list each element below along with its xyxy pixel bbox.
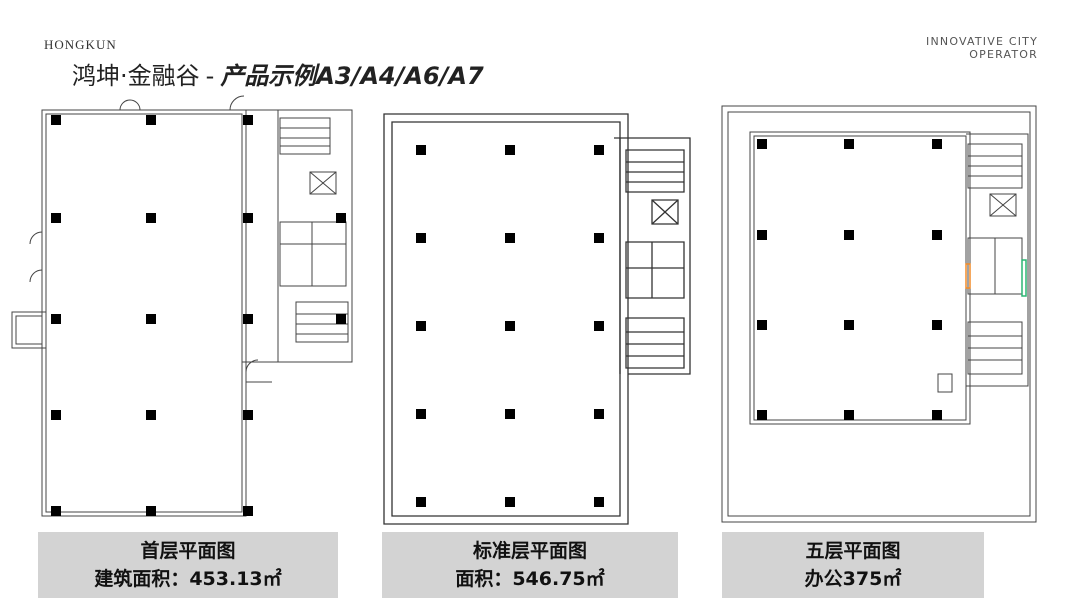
ground-lower-wall bbox=[246, 362, 272, 382]
ground-entrance-box-inner bbox=[16, 316, 42, 344]
column bbox=[932, 139, 942, 149]
column bbox=[505, 497, 515, 507]
column bbox=[416, 233, 426, 243]
column bbox=[243, 314, 253, 324]
office-outline bbox=[750, 132, 970, 424]
column bbox=[243, 213, 253, 223]
column bbox=[757, 410, 767, 420]
caption-name: 首层平面图 bbox=[140, 540, 236, 562]
door-swing bbox=[120, 100, 130, 110]
door-swing bbox=[130, 100, 140, 110]
standard-core-outline bbox=[614, 138, 690, 374]
title-main: 鸿坤·金融谷 bbox=[72, 62, 200, 90]
column bbox=[932, 410, 942, 420]
column bbox=[757, 139, 767, 149]
roof-terrace-outline bbox=[722, 106, 1036, 522]
elevator-x bbox=[652, 200, 678, 224]
ground-outline-inner bbox=[46, 114, 242, 512]
title-sub: 产品示例A3/A4/A6/A7 bbox=[220, 62, 484, 90]
roof-hatch bbox=[938, 374, 952, 392]
column bbox=[336, 314, 346, 324]
brand-logo-text: HONGKUN bbox=[44, 37, 117, 52]
caption-area: 建筑面积：453.13㎡ bbox=[94, 568, 282, 590]
column bbox=[416, 321, 426, 331]
column bbox=[844, 139, 854, 149]
stair-1 bbox=[280, 118, 330, 154]
column bbox=[505, 233, 515, 243]
column bbox=[844, 320, 854, 330]
column bbox=[416, 409, 426, 419]
accent-orange-line bbox=[966, 264, 970, 288]
column bbox=[51, 213, 61, 223]
column bbox=[932, 320, 942, 330]
elevator bbox=[310, 172, 336, 194]
slogan-line-1: INNOVATIVE CITY bbox=[926, 35, 1038, 48]
door-swing bbox=[30, 232, 42, 244]
column bbox=[505, 145, 515, 155]
office-outline-inner bbox=[754, 136, 966, 420]
column bbox=[146, 213, 156, 223]
column bbox=[243, 506, 253, 516]
stair-2 bbox=[626, 318, 684, 368]
elevator-x bbox=[990, 194, 1016, 216]
slogan-line-2: OPERATOR bbox=[969, 48, 1038, 61]
column bbox=[844, 230, 854, 240]
column bbox=[844, 410, 854, 420]
elevator bbox=[652, 200, 678, 224]
column bbox=[505, 409, 515, 419]
elevator-x bbox=[310, 172, 336, 194]
column bbox=[51, 506, 61, 516]
caption-name: 标准层平面图 bbox=[472, 540, 587, 562]
column bbox=[757, 320, 767, 330]
fifth-floor-plan bbox=[720, 104, 1042, 528]
column bbox=[243, 410, 253, 420]
column bbox=[594, 145, 604, 155]
caption-name: 五层平面图 bbox=[805, 540, 901, 562]
column bbox=[416, 497, 426, 507]
caption-ground-floor: 首层平面图 建筑面积：453.13㎡ bbox=[38, 532, 338, 598]
column bbox=[594, 321, 604, 331]
door-swing bbox=[246, 360, 258, 372]
column bbox=[932, 230, 942, 240]
standard-outline-inner bbox=[392, 122, 620, 516]
column bbox=[51, 314, 61, 324]
standard-outline bbox=[384, 114, 628, 524]
column bbox=[146, 115, 156, 125]
column bbox=[146, 314, 156, 324]
caption-standard-floor: 标准层平面图 面积：546.75㎡ bbox=[382, 532, 678, 598]
elevator bbox=[990, 194, 1016, 216]
column bbox=[146, 410, 156, 420]
column bbox=[757, 230, 767, 240]
column bbox=[505, 321, 515, 331]
stair-2 bbox=[296, 302, 348, 342]
title-separator: - bbox=[205, 62, 215, 90]
column bbox=[51, 115, 61, 125]
brand-slogan: INNOVATIVE CITY OPERATOR bbox=[926, 35, 1038, 61]
ground-outline bbox=[42, 110, 246, 516]
column bbox=[594, 409, 604, 419]
caption-area: 面积：546.75㎡ bbox=[455, 568, 605, 590]
accent-green-line bbox=[1022, 260, 1026, 296]
caption-area: 办公375㎡ bbox=[804, 568, 902, 590]
column bbox=[594, 233, 604, 243]
door-swing bbox=[230, 96, 244, 110]
column bbox=[243, 115, 253, 125]
column bbox=[336, 213, 346, 223]
roof-terrace-inner bbox=[728, 112, 1030, 516]
toilet-block bbox=[626, 242, 684, 298]
page-title: 鸿坤·金融谷-产品示例A3/A4/A6/A7 bbox=[72, 56, 484, 91]
ground-entrance-box bbox=[12, 312, 46, 348]
column bbox=[594, 497, 604, 507]
column bbox=[146, 506, 156, 516]
toilet-block bbox=[280, 222, 346, 286]
column bbox=[416, 145, 426, 155]
caption-fifth-floor: 五层平面图 办公375㎡ bbox=[722, 532, 984, 598]
stair-1 bbox=[626, 150, 684, 192]
column bbox=[51, 410, 61, 420]
standard-floor-plan bbox=[380, 108, 700, 530]
fifth-core-outline bbox=[966, 134, 1028, 386]
ground-core-outline bbox=[242, 110, 352, 362]
door-swing bbox=[30, 270, 42, 282]
ground-floor-plan bbox=[10, 92, 362, 528]
